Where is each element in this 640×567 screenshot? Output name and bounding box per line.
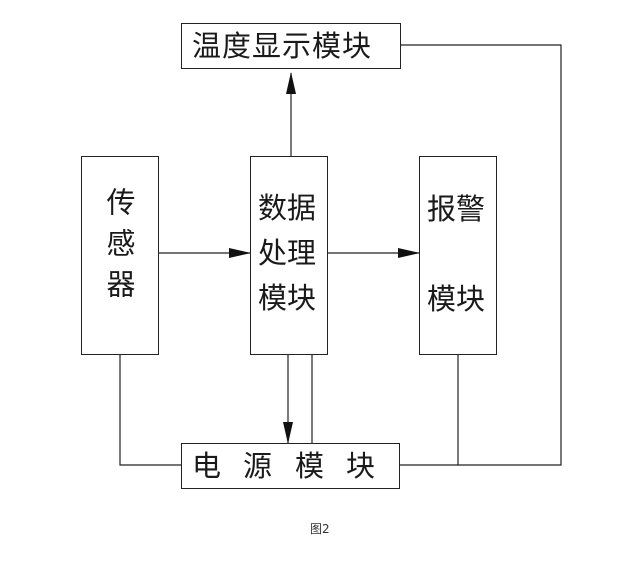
power-char-1: 电 xyxy=(192,449,222,483)
alarm-label-line-1: 报警 xyxy=(427,192,486,226)
figure-caption: 图2 xyxy=(310,522,330,536)
sensor-box: 传感器 xyxy=(81,156,159,355)
wire-display-power xyxy=(401,44,562,466)
power-module-box: 电 源 模 块 xyxy=(181,443,400,489)
display-module-label: 温度显示模块 xyxy=(192,29,373,63)
display-module-box: 温度显示模块 xyxy=(181,23,401,69)
sensor-label: 传感器 xyxy=(102,187,136,310)
processor-box: 数据 处理 模块 xyxy=(250,156,328,355)
power-char-2: 源 xyxy=(243,449,273,483)
processor-label-line-1: 数据 xyxy=(258,191,317,225)
alarm-label-line-2: 模块 xyxy=(427,282,486,316)
alarm-box: 报警 模块 xyxy=(419,156,497,355)
power-char-4: 块 xyxy=(346,449,376,483)
wire-sensor-power xyxy=(119,355,181,466)
power-char-3: 模 xyxy=(295,449,325,483)
processor-label-line-2: 处理 xyxy=(258,236,317,270)
wire-alarm-power xyxy=(400,355,459,466)
processor-label-line-3: 模块 xyxy=(258,281,317,315)
